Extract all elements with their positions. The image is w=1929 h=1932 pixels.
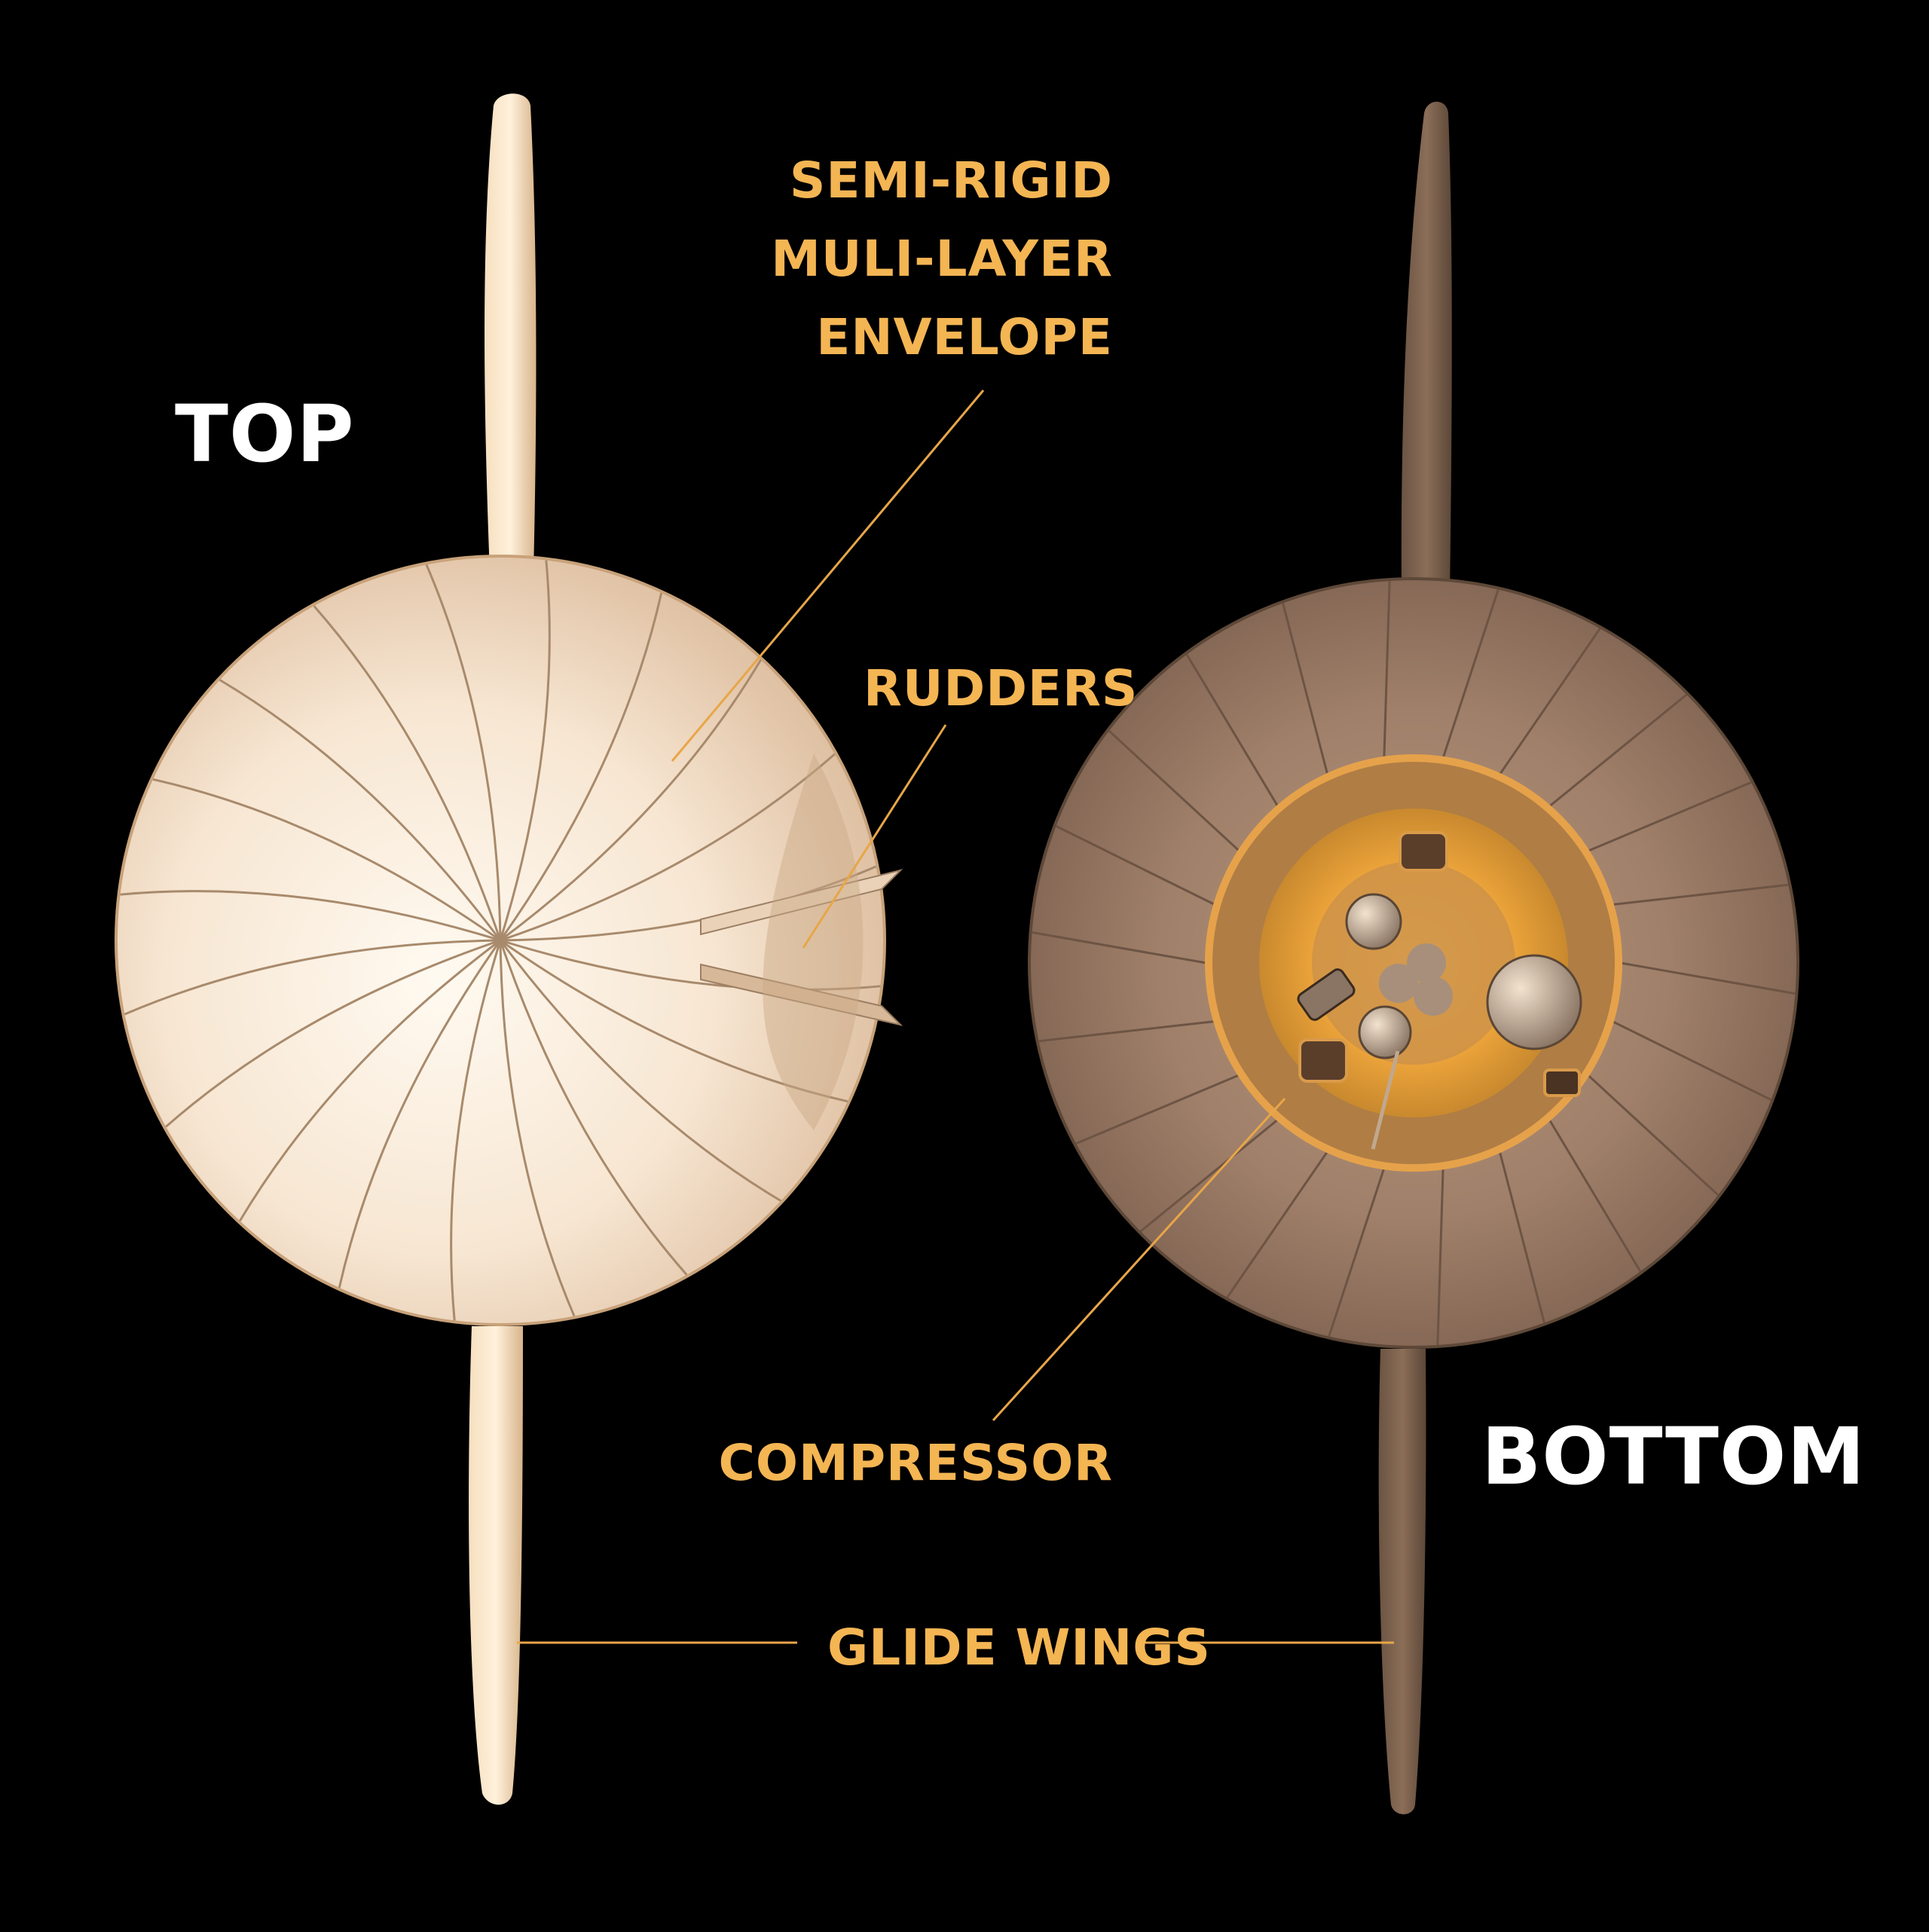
callout-lines (517, 390, 1394, 1644)
top-gore-seam (500, 939, 881, 991)
top-gore-seam (338, 940, 502, 1289)
bottom-lower-glide-wing (1378, 1349, 1426, 1814)
bottom-gore-seam (1075, 1074, 1240, 1145)
bottom-gore-seam (1185, 653, 1279, 807)
top-gore-seam (124, 939, 501, 1016)
bottom-gore-seam (1032, 931, 1207, 964)
top-gore-seam (239, 939, 501, 1222)
bottom-gore-seam (1055, 825, 1215, 906)
bottom-gore-seam (1038, 1019, 1215, 1043)
envelope-callout-label: SEMI-RIGID MULI-LAYER ENVELOPE (771, 142, 1113, 377)
top-rudder-lower (700, 963, 903, 1026)
top-gore-seam (500, 659, 762, 942)
bottom-envelope-gores (1032, 580, 1796, 1346)
top-lower-glide-wing (469, 1326, 523, 1805)
center-tank-2 (1379, 964, 1418, 1003)
bottom-gore-seam (1548, 693, 1688, 808)
bottom-gore-seam (1226, 1151, 1328, 1298)
top-rudder-upper (700, 869, 903, 936)
bottom-gore-seam (1383, 580, 1391, 758)
geodesic-sphere-mid (1358, 1005, 1412, 1059)
compressor-callout-label: COMPRESSOR (718, 1434, 1113, 1492)
glide-wings-callout-label: GLIDE WINGS (827, 1619, 1211, 1677)
bottom-gore-seam (1620, 961, 1796, 995)
compressor-callout-line (992, 1097, 1286, 1422)
rudders-callout-label: RUDDERS (864, 659, 1139, 717)
bottom-gore-seam (1587, 781, 1752, 852)
top-gore-seam (499, 592, 663, 941)
bottom-gore-seam (1548, 1119, 1642, 1273)
equipment-tank-right (1543, 1068, 1581, 1097)
envelope-label-line-1: SEMI-RIGID (789, 151, 1113, 209)
equipment-tank-left (1298, 1038, 1348, 1083)
top-upper-glide-wing (485, 93, 537, 573)
bottom-gore-seam (1612, 1020, 1772, 1101)
top-gore-seam (499, 940, 782, 1202)
top-gore-seam (500, 753, 836, 942)
equipment-cylinder (1297, 968, 1356, 1021)
geodesic-sphere-small (1345, 893, 1402, 950)
bottom-gore-seam (1612, 883, 1789, 906)
bottom-gore-seam (1587, 1074, 1720, 1197)
rudders-callout-line (802, 724, 947, 949)
bottom-upper-glide-wing (1401, 102, 1452, 595)
bottom-gore-seam (1139, 1118, 1279, 1233)
top-gore-seam (499, 940, 688, 1276)
top-gore-seam (450, 940, 502, 1321)
bottom-gore-seam (1441, 589, 1499, 759)
top-view-airship (115, 93, 903, 1805)
envelope-label-line-3: ENVELOPE (816, 308, 1113, 366)
top-gore-seam (152, 778, 501, 942)
bottom-gore-seam (1328, 1167, 1386, 1337)
top-gore-seam (500, 865, 877, 942)
top-gore-seam (219, 679, 502, 941)
bottom-view-label: BOTTOM (1481, 1411, 1866, 1502)
envelope-callout-line (671, 390, 985, 762)
top-gore-seam (165, 939, 501, 1128)
top-envelope-shading (763, 754, 864, 1130)
top-envelope-gores (120, 560, 881, 1321)
bottom-gore-seam (1108, 729, 1240, 852)
top-view-label: TOP (175, 388, 355, 480)
center-tank-1 (1407, 943, 1446, 983)
geodesic-sphere-large (1486, 954, 1582, 1050)
bottom-gore-seam (1436, 1168, 1444, 1346)
top-gore-seam (500, 939, 848, 1103)
bottom-gore-seam (1282, 603, 1329, 775)
bottom-gore-seam (1498, 1151, 1545, 1323)
gondola-equipment (1297, 831, 1582, 1150)
center-tank-3 (1414, 977, 1453, 1016)
equipment-tank-top (1399, 831, 1448, 872)
envelope-label-line-2: MULI-LAYER (771, 230, 1113, 288)
bottom-view-airship (1028, 102, 1799, 1814)
top-gore-seam (499, 940, 576, 1317)
equipment-strut (1371, 1050, 1400, 1150)
top-gore-seam (425, 564, 502, 941)
bottom-gore-seam (1499, 628, 1601, 775)
top-gore-seam (499, 560, 551, 941)
top-gore-seam (313, 605, 502, 941)
top-gore-seam (120, 890, 501, 942)
